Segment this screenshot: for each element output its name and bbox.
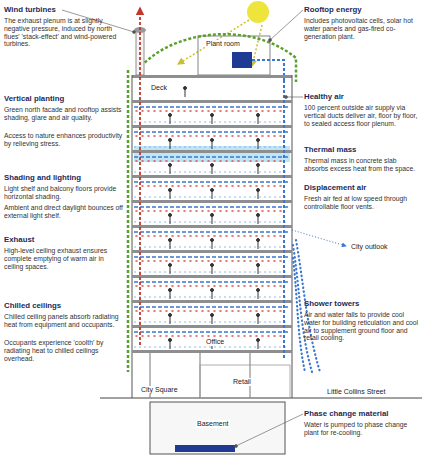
callout-text: Light shelf and balcony floors provide h… (4, 185, 124, 201)
callout-heading: Displacement air (304, 184, 420, 193)
room-label: Plant room (205, 40, 241, 48)
callout-text: The exhaust plenum is at slightly negati… (4, 17, 124, 48)
room-label: Office (205, 338, 225, 346)
callout-text: Green north facade and rooftop assists s… (4, 106, 124, 122)
callout-heading: Wind turbines (4, 6, 124, 15)
callout-text: Air and water falls to provide cool wate… (304, 311, 420, 342)
callout-text: Water is pumped to phase change plant fo… (304, 421, 420, 437)
outlook-label: City outlook (350, 243, 389, 251)
callout-text: Ambient and direct daylight bounces off … (4, 204, 124, 220)
callout-text: Occupants experience 'coolth' by radiati… (4, 339, 124, 362)
room-label: Deck (150, 84, 168, 92)
callout-heading: Exhaust (4, 236, 124, 245)
callout-text: High-level ceiling exhaust ensures compl… (4, 247, 124, 270)
callout-text: 100 percent outside air supply via verti… (304, 104, 420, 127)
callout-heading: Vertical planting (4, 95, 124, 104)
place-label: Little Collins Street (326, 388, 386, 396)
callout-text: Includes photovoltaic cells, solar hot w… (304, 17, 420, 40)
callout-heading: Healthy air (304, 93, 420, 102)
callout-heading: Phase change material (304, 410, 420, 419)
callout-heading: Rooftop energy (304, 6, 420, 15)
callout-text: Thermal mass in concrete slab absorbs ex… (304, 157, 420, 173)
place-label: City Square (140, 386, 179, 394)
callout-text: Access to nature enhances productivity b… (4, 132, 124, 148)
callout-heading: Thermal mass (304, 146, 420, 155)
callout-text: Chilled ceiling panels absorb radiating … (4, 313, 124, 329)
callout-heading: Chilled ceilings (4, 302, 124, 311)
callout-heading: Shower towers (304, 300, 420, 309)
room-label: Basement (196, 420, 230, 428)
callout-heading: Shading and lighting (4, 174, 124, 183)
room-label: Retail (232, 378, 252, 386)
callout-text: Fresh air fed at low speed through contr… (304, 195, 420, 211)
